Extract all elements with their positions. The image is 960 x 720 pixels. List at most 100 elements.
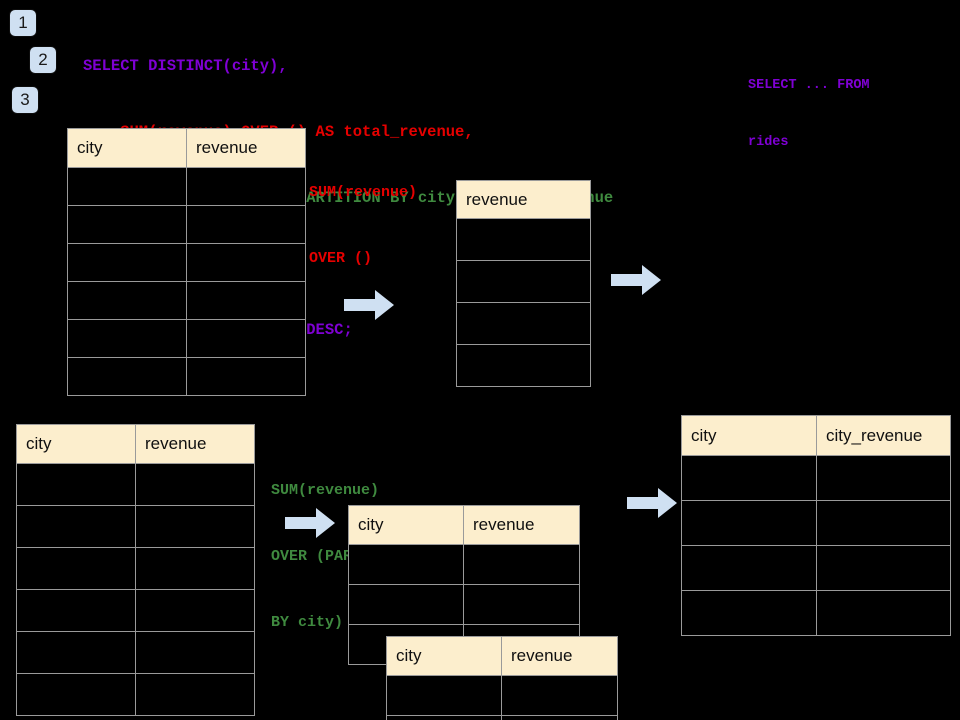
table-cell xyxy=(186,357,306,396)
table-cell xyxy=(386,715,502,720)
table-row xyxy=(67,167,306,206)
column-header-city: city xyxy=(16,424,136,464)
table-cell xyxy=(67,167,187,206)
table-cell xyxy=(681,500,817,546)
table-cell xyxy=(816,590,951,636)
table-row xyxy=(386,715,618,720)
table-cell xyxy=(16,631,136,674)
table-cell xyxy=(681,590,817,636)
arrow-revenue-to-result xyxy=(611,265,661,295)
table-cell xyxy=(135,631,255,674)
table-cell xyxy=(67,243,187,282)
step-badge-1: 1 xyxy=(10,10,36,36)
table-cell xyxy=(348,584,464,625)
table-cell xyxy=(16,589,136,632)
table-header-row: city revenue xyxy=(348,505,580,545)
table-cell xyxy=(67,357,187,396)
table-row xyxy=(681,545,951,591)
partition-table-front: city revenue xyxy=(386,636,618,720)
side-note-line-2: rides xyxy=(748,135,789,150)
table-cell xyxy=(456,218,591,261)
table-header-row: city revenue xyxy=(386,636,618,676)
arrow-partition-to-result xyxy=(627,488,677,518)
table-row xyxy=(456,344,591,387)
column-header-city: city xyxy=(386,636,502,676)
table-row xyxy=(456,218,591,261)
table-row xyxy=(67,205,306,244)
source-table-top: city revenue xyxy=(67,128,306,396)
table-row xyxy=(681,590,951,636)
table-cell xyxy=(681,455,817,501)
table-cell xyxy=(135,589,255,632)
revenue-intermediate-table: revenue xyxy=(456,180,591,387)
table-cell xyxy=(456,344,591,387)
table-cell xyxy=(186,167,306,206)
table-cell xyxy=(186,243,306,282)
table-cell xyxy=(348,544,464,585)
table-cell xyxy=(501,675,618,716)
source-table-bottom: city revenue xyxy=(16,424,255,716)
table-header-row: city revenue xyxy=(16,424,255,464)
step-badge-3: 3 xyxy=(12,87,38,113)
table-header-row: city city_revenue xyxy=(681,415,951,456)
annotation-city-revenue-line-3: BY city) xyxy=(271,614,344,631)
table-cell xyxy=(816,545,951,591)
side-note-line-1: SELECT ... FROM xyxy=(748,78,870,93)
table-cell xyxy=(135,505,255,548)
table-cell xyxy=(135,463,255,506)
table-row xyxy=(348,544,580,585)
column-header-city-revenue: city_revenue xyxy=(816,415,951,456)
side-note-select-from: SELECT ... FROM rides xyxy=(748,38,870,190)
annotation-total-revenue: SUM(revenue) OVER () xyxy=(309,138,417,314)
table-row xyxy=(67,357,306,396)
step-badge-2: 2 xyxy=(30,47,56,73)
column-header-revenue: revenue xyxy=(135,424,255,464)
table-cell xyxy=(501,715,618,720)
table-row xyxy=(348,584,580,625)
table-cell xyxy=(67,205,187,244)
table-cell xyxy=(67,319,187,358)
table-row xyxy=(16,463,255,506)
table-cell xyxy=(16,673,136,716)
table-row xyxy=(386,675,618,716)
table-cell xyxy=(186,319,306,358)
table-row xyxy=(16,631,255,674)
column-header-revenue: revenue xyxy=(456,180,591,219)
table-row xyxy=(456,260,591,303)
annotation-city-revenue-line-1: SUM(revenue) xyxy=(271,482,380,499)
column-header-revenue: revenue xyxy=(463,505,580,545)
table-cell xyxy=(816,500,951,546)
result-table: city city_revenue xyxy=(681,415,951,636)
table-header-row: city revenue xyxy=(67,128,306,168)
table-header-row: revenue xyxy=(456,180,591,219)
table-cell xyxy=(16,505,136,548)
table-row xyxy=(16,505,255,548)
column-header-revenue: revenue xyxy=(501,636,618,676)
table-cell xyxy=(186,205,306,244)
table-cell xyxy=(816,455,951,501)
table-cell xyxy=(463,544,580,585)
table-row xyxy=(16,673,255,716)
column-header-revenue: revenue xyxy=(186,128,306,168)
arrow-source-to-revenue xyxy=(344,290,394,320)
column-header-city: city xyxy=(681,415,817,456)
arrow-source-to-partition xyxy=(285,508,335,538)
table-row xyxy=(681,455,951,501)
table-cell xyxy=(186,281,306,320)
annotation-total-revenue-line-1: SUM(revenue) xyxy=(309,184,418,201)
table-row xyxy=(67,243,306,282)
column-header-city: city xyxy=(348,505,464,545)
table-cell xyxy=(67,281,187,320)
annotation-total-revenue-line-2: OVER () xyxy=(309,250,373,267)
table-row xyxy=(16,589,255,632)
table-row xyxy=(16,547,255,590)
table-cell xyxy=(135,547,255,590)
table-row xyxy=(681,500,951,546)
table-row xyxy=(456,302,591,345)
column-header-city: city xyxy=(67,128,187,168)
table-cell xyxy=(16,547,136,590)
table-row xyxy=(67,319,306,358)
table-cell xyxy=(456,302,591,345)
table-cell xyxy=(16,463,136,506)
